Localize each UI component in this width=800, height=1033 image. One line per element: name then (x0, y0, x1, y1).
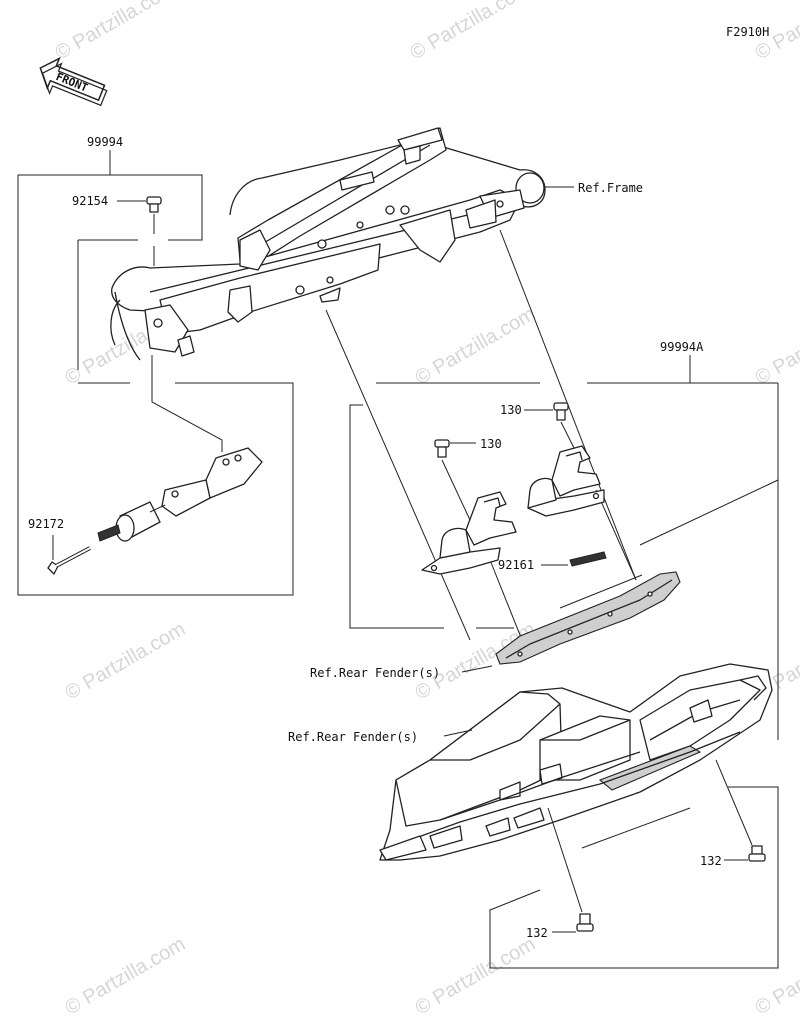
bolt-130-left-icon (434, 439, 450, 458)
callout-ref-frame: Ref.Frame (578, 181, 643, 195)
callout-132-bottom: 132 (526, 926, 548, 940)
watermark: © Partzilla.com (412, 303, 540, 389)
callout-92161: 92161 (498, 558, 534, 572)
callout-ref-rear-fender-2: Ref.Rear Fender(s) (288, 730, 418, 744)
bolt-130-top-icon (553, 402, 569, 421)
callout-92154: 92154 (72, 194, 108, 208)
callout-130-top: 130 (500, 403, 522, 417)
figure-code: F2910H (726, 25, 769, 39)
watermark: © Partzilla.com (412, 933, 540, 1019)
watermark: © Partzilla.com (62, 933, 190, 1019)
watermark: © Partzilla.com (62, 618, 190, 704)
callout-130-left: 130 (480, 437, 502, 451)
kit-99994-frame (17, 150, 294, 596)
pad-92161-icon (569, 551, 607, 567)
callout-ref-rear-fender-1: Ref.Rear Fender(s) (310, 666, 440, 680)
callout-99994: 99994 (87, 135, 123, 149)
watermark: © Partzilla.com (407, 0, 535, 64)
front-arrow-icon: FRONT (39, 56, 108, 107)
watermark: © Partzilla.com (752, 303, 800, 389)
bolt-132-bottom-icon (576, 913, 594, 932)
callout-132-right: 132 (700, 854, 722, 868)
bolt-92172-icon (47, 546, 91, 575)
hook-bracket-right-icon (527, 445, 605, 517)
lock-cylinder-icon (97, 501, 166, 542)
callout-99994A: 99994A (660, 340, 704, 354)
watermark: © Partzilla.com (752, 933, 800, 1019)
watermark: © Partzilla.com (52, 0, 180, 64)
bolt-132-right-icon (748, 845, 766, 862)
fender-plate-icon (495, 571, 681, 665)
mount-bracket-icon (161, 447, 263, 517)
rear-frame-icon (110, 127, 546, 361)
rear-fender-icon (379, 663, 773, 861)
kit-99994A-frame (349, 355, 779, 969)
callout-92172: 92172 (28, 517, 64, 531)
bolt-92154-icon (146, 196, 162, 213)
hook-bracket-left-icon (421, 491, 517, 575)
